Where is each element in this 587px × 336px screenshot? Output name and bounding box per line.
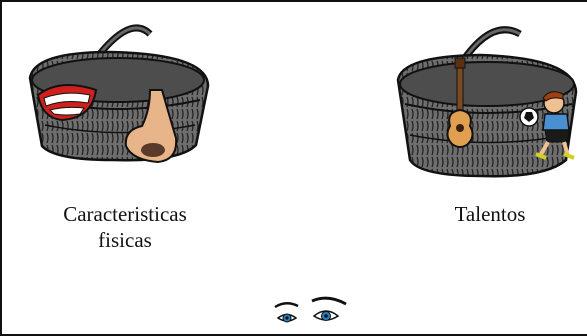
soccer-ball-icon [520,108,538,126]
right-basket-caption: Talentos [430,201,550,227]
left-basket-caption-line-2: fisicas [40,227,210,253]
eyes-icon [275,298,346,322]
left-basket-caption-line-1: Caracteristicas [40,201,210,227]
left-basket-caption: Caracteristicas fisicas [40,201,210,253]
